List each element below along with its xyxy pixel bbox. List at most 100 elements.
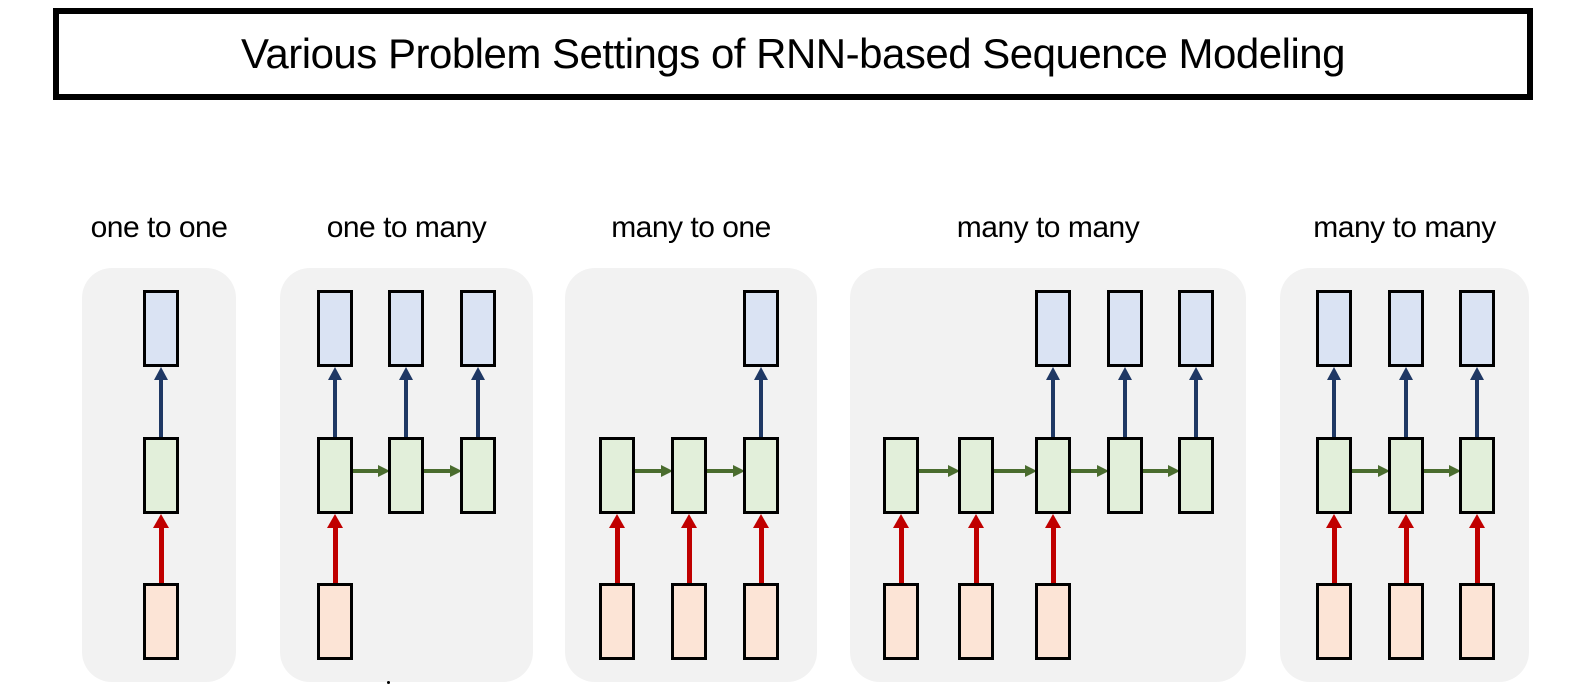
panel-1-output-arrow <box>154 367 168 437</box>
panel-5-output-arrow <box>1399 367 1413 437</box>
arrowhead-right-icon <box>1097 465 1109 477</box>
panel-2-hidden-box <box>460 437 496 514</box>
arrow-shaft <box>973 528 979 583</box>
arrowhead-up-icon <box>471 367 485 380</box>
arrowhead-right-icon <box>1168 465 1180 477</box>
arrow-shaft <box>1332 380 1336 437</box>
panel-5-input-box <box>1388 583 1424 660</box>
arrow-shaft <box>159 380 163 437</box>
stray-dot <box>387 681 390 684</box>
panel-4-output-arrow <box>1118 367 1132 437</box>
panel-2-label: one to many <box>326 211 487 244</box>
panel-4-label: many to many <box>956 211 1140 244</box>
arrowhead-up-icon <box>1470 367 1484 380</box>
arrow-shaft <box>1194 380 1198 437</box>
arrowhead-right-icon <box>1378 465 1390 477</box>
arrow-shaft <box>898 528 904 583</box>
panel-4-output-box <box>1178 290 1214 367</box>
arrow-shaft <box>705 469 733 473</box>
panel-3-hidden-box <box>743 437 779 514</box>
panel-4-hidden-box <box>958 437 994 514</box>
arrowhead-up-icon <box>1045 514 1061 528</box>
panel-2-input-box <box>317 583 353 660</box>
panel-5-output-arrow <box>1470 367 1484 437</box>
panel-3-recurrent-arrow <box>633 465 673 478</box>
panel-2-output-box <box>460 290 496 367</box>
arrow-shaft <box>1069 469 1097 473</box>
panel-4-output-box <box>1035 290 1071 367</box>
arrow-shaft <box>476 380 480 437</box>
panel-5-input-box <box>1459 583 1495 660</box>
page-title: Various Problem Settings of RNN-based Se… <box>241 30 1346 77</box>
panel-4-input-arrow <box>1045 514 1061 583</box>
panel-5-input-arrow <box>1326 514 1342 583</box>
panel-5-label: many to many <box>1313 211 1496 244</box>
panel-5-hidden-box <box>1459 437 1495 514</box>
arrowhead-right-icon <box>378 465 390 477</box>
panel-3-output-arrow <box>754 367 768 437</box>
panel-4-input-box <box>958 583 994 660</box>
panel-5-output-box <box>1388 290 1424 367</box>
panel-4-input-arrow <box>893 514 909 583</box>
arrow-shaft <box>759 380 763 437</box>
panel-2-output-arrow <box>471 367 485 437</box>
panel-5-input-arrow <box>1398 514 1414 583</box>
arrow-shaft <box>1474 528 1480 583</box>
arrow-shaft <box>158 528 164 583</box>
panel-5-hidden-box <box>1388 437 1424 514</box>
panel-1-label: one to one <box>90 211 228 244</box>
arrowhead-up-icon <box>754 367 768 380</box>
arrowhead-up-icon <box>1326 514 1342 528</box>
panel-1-hidden-box <box>143 437 179 514</box>
arrow-shaft <box>1050 528 1056 583</box>
panel-5-input-box <box>1316 583 1352 660</box>
panel-5-output-arrow <box>1327 367 1341 437</box>
arrowhead-up-icon <box>154 367 168 380</box>
panel-2-hidden-box <box>317 437 353 514</box>
panel-2-output-arrow <box>328 367 342 437</box>
arrowhead-up-icon <box>753 514 769 528</box>
panel-4-recurrent-arrow <box>992 465 1037 478</box>
arrowhead-up-icon <box>893 514 909 528</box>
arrowhead-up-icon <box>399 367 413 380</box>
panel-4-output-box <box>1107 290 1143 367</box>
arrowhead-up-icon <box>609 514 625 528</box>
panel-2-recurrent-arrow <box>351 465 390 478</box>
arrowhead-right-icon <box>661 465 673 477</box>
arrow-shaft <box>1123 380 1127 437</box>
arrow-shaft <box>351 469 378 473</box>
panel-4-hidden-box <box>883 437 919 514</box>
arrowhead-up-icon <box>1469 514 1485 528</box>
arrow-shaft <box>758 528 764 583</box>
arrow-shaft <box>1331 528 1337 583</box>
arrow-shaft <box>1051 380 1055 437</box>
arrowhead-up-icon <box>1327 367 1341 380</box>
arrow-shaft <box>1403 528 1409 583</box>
panel-2-output-box <box>317 290 353 367</box>
panel-5-recurrent-arrow <box>1422 465 1461 478</box>
arrowhead-up-icon <box>1118 367 1132 380</box>
arrow-shaft <box>332 528 338 583</box>
panel-3-hidden-box <box>599 437 635 514</box>
arrow-shaft <box>992 469 1025 473</box>
panel-5-hidden-box <box>1316 437 1352 514</box>
arrowhead-up-icon <box>1399 367 1413 380</box>
panel-4-input-arrow <box>968 514 984 583</box>
panel-5-output-box <box>1316 290 1352 367</box>
panel-4-output-arrow <box>1189 367 1203 437</box>
panel-3-input-box <box>599 583 635 660</box>
panel-2-output-box <box>388 290 424 367</box>
panel-1-input-box <box>143 583 179 660</box>
panel-5-output-box <box>1459 290 1495 367</box>
arrowhead-right-icon <box>1449 465 1461 477</box>
arrowhead-up-icon <box>1398 514 1414 528</box>
arrow-shaft <box>614 528 620 583</box>
panel-3-recurrent-arrow <box>705 465 745 478</box>
panel-3-input-arrow <box>609 514 625 583</box>
panel-4-input-box <box>1035 583 1071 660</box>
arrow-shaft <box>333 380 337 437</box>
panel-4-hidden-box <box>1035 437 1071 514</box>
arrow-shaft <box>1475 380 1479 437</box>
panel-2-hidden-box <box>388 437 424 514</box>
arrow-shaft <box>917 469 948 473</box>
